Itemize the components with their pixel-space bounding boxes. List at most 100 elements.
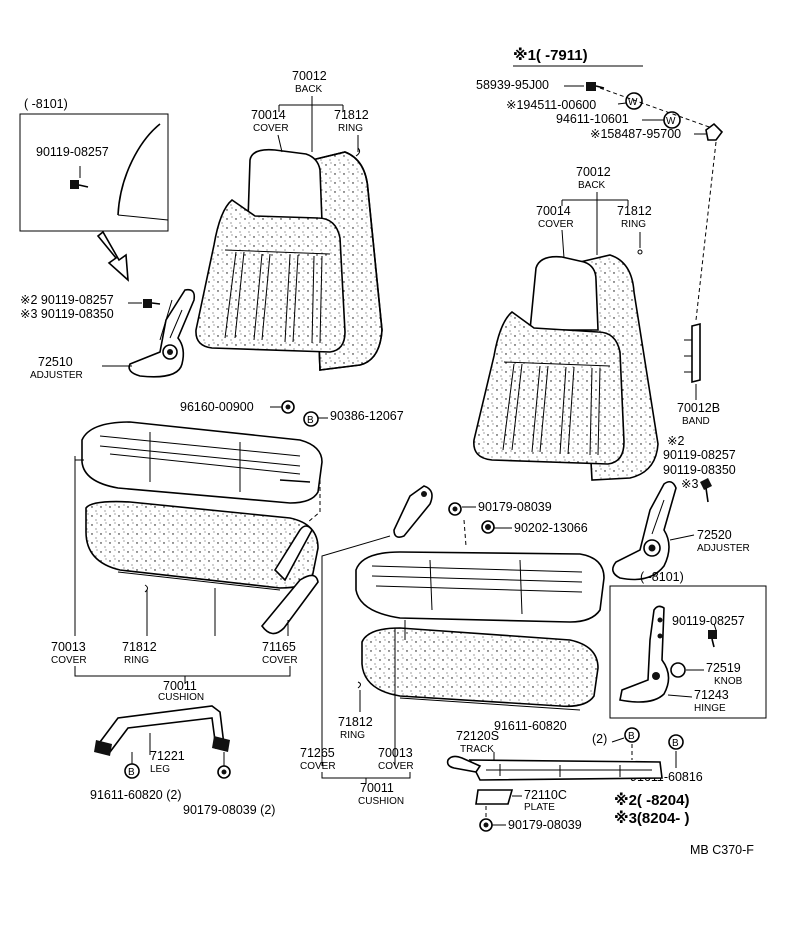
left-leg-pn: 71221 xyxy=(150,749,185,763)
right-track: 91611-60820 (2) B B 91611-60816 72120S T… xyxy=(446,719,703,832)
ring-icon xyxy=(355,147,361,157)
clip-icon: B xyxy=(303,411,319,427)
right-cushion-cover-nm: COVER xyxy=(300,761,336,772)
right-back-cover-pn: 70014 xyxy=(536,204,571,218)
clip-letter: B xyxy=(307,415,314,426)
right-cushion-cover2-pn: 70013 xyxy=(378,746,413,760)
nut-icon xyxy=(448,502,462,516)
left-cushion-cover-pn: 70013 xyxy=(51,640,86,654)
bolt-icon: B xyxy=(624,727,640,743)
bolt-icon xyxy=(708,630,717,648)
bolt-icon xyxy=(70,180,89,189)
right-adjuster-pn: 72520 xyxy=(697,528,732,542)
right-adjuster-nm: ADJUSTER xyxy=(697,543,750,554)
right-adjuster-mark-a: ※2 xyxy=(667,434,684,448)
left-cushion-pn: 70011 xyxy=(163,679,197,693)
left-cushion-labels: 70013 COVER 71812 RING 71165 COVER 70011… xyxy=(51,456,298,703)
right-inset-hinge-pn: 71243 xyxy=(694,688,729,702)
bolt-icon xyxy=(143,299,161,308)
left-leg: 71221 LEG B 91611-60820 (2) 90179-08039 … xyxy=(90,705,275,817)
right-inset-bolt-pn: 90119-08257 xyxy=(672,614,745,628)
left-adjuster-bolt-a: ※2 90119-08257 xyxy=(20,293,114,307)
right-back-cover-nm: COVER xyxy=(538,219,574,230)
left-cushion-cover-nm: COVER xyxy=(51,655,87,666)
left-back-ring-pn: 71812 xyxy=(334,108,369,122)
right-inset-knob-nm: KNOB xyxy=(714,676,743,687)
left-adjuster: ※2 90119-08257 ※3 90119-08350 72510 ADJU… xyxy=(20,288,196,381)
left-cushion-cover2-nm: COVER xyxy=(262,655,298,666)
right-adjuster-labels: ※2 90119-08257 90119-08350 ※3 72520 ADJU… xyxy=(663,434,750,554)
right-cushion-nut-pn: 90179-08039 xyxy=(478,500,552,514)
left-adjuster-nm: ADJUSTER xyxy=(30,370,83,381)
right-track-plate-pn: 72110C xyxy=(524,788,567,802)
left-cushion-ring-pn: 71812 xyxy=(122,640,157,654)
washer-icon: W xyxy=(663,111,681,129)
right-track-nut-pn: 90179-08039 xyxy=(508,818,582,832)
track-bolt-letter-b: B xyxy=(672,738,679,749)
left-back-nm: BACK xyxy=(295,84,323,95)
left-inset-range: ( -8101) xyxy=(24,97,68,111)
right-top-pn-a: 58939-95J00 xyxy=(476,78,549,92)
left-inset-box: ( -8101) 90119-08257 xyxy=(19,97,169,232)
right-band-nm: BAND xyxy=(682,416,710,427)
right-inset-hinge-nm: HINGE xyxy=(694,703,726,714)
washer-icon xyxy=(481,520,495,534)
right-back-nm: BACK xyxy=(578,180,606,191)
right-back-labels: 70012 BACK 70014 COVER 71812 RING 70012B… xyxy=(536,165,720,427)
right-cushion-ring-pn: 71812 xyxy=(338,715,373,729)
left-seat-cushion xyxy=(81,421,323,635)
right-track-qty-a: (2) xyxy=(592,732,607,746)
right-seat-back xyxy=(473,254,701,481)
left-cushion-fasteners: 96160-00900 B 90386-12067 xyxy=(180,400,404,427)
right-back-ring-nm: RING xyxy=(621,219,646,230)
left-leg-bolt-pn: 91611-60820 (2) xyxy=(90,788,182,802)
right-track-nm: TRACK xyxy=(460,744,494,755)
right-adjuster-bolt-a: 90119-08257 xyxy=(663,448,736,462)
left-cushion-clip-pn: 90386-12067 xyxy=(330,409,404,423)
figure-code: MB C370-F xyxy=(690,843,754,857)
band-icon xyxy=(684,322,701,384)
left-back-pn: 70012 xyxy=(292,69,327,83)
right-cushion-cover2-nm: COVER xyxy=(378,761,414,772)
right-adjuster-bolt-b: 90119-08350 xyxy=(663,463,736,477)
right-cushion-nm: CUSHION xyxy=(358,796,404,807)
right-cushion-labels: 71812 RING 71265 COVER 70013 COVER 70011… xyxy=(300,535,414,807)
track-bolt-letter-a: B xyxy=(628,731,635,742)
right-cushion-pn: 70011 xyxy=(360,781,394,795)
bolt-icon xyxy=(586,82,605,91)
right-adjuster-mark-b: ※3 xyxy=(681,477,698,491)
left-cushion-nut-pn: 96160-00900 xyxy=(180,400,254,414)
left-back-cover-pn: 70014 xyxy=(251,108,286,122)
left-adjuster-pn: 72510 xyxy=(38,355,73,369)
right-top-group: ※1( -7911) 58939-95J00 ※194511-00600 946… xyxy=(476,46,724,321)
left-back-ring-nm: RING xyxy=(338,123,363,134)
bolt-letter: B xyxy=(128,767,135,778)
right-adjuster xyxy=(612,478,712,581)
nut-icon xyxy=(479,818,493,832)
right-back-ring-pn: 71812 xyxy=(617,204,652,218)
nut-icon xyxy=(705,122,724,141)
left-back-cover-nm: COVER xyxy=(253,123,289,134)
right-cushion-ring-nm: RING xyxy=(340,730,365,741)
left-leg-nm: LEG xyxy=(150,764,170,775)
right-cushion-washer-pn: 90202-13066 xyxy=(514,521,588,535)
washer-letter-a: W xyxy=(628,97,638,108)
right-track-pn: 72120S xyxy=(456,729,499,743)
right-inset-knob-pn: 72519 xyxy=(706,661,741,675)
right-top-pn-c: 94611-10601 xyxy=(556,112,629,126)
left-cushion-cover2-pn: 71165 xyxy=(262,640,296,654)
nut-icon xyxy=(217,765,231,779)
right-top-range: ※1( -7911) xyxy=(513,46,588,64)
ring-icon xyxy=(637,249,643,255)
right-top-pn-b: ※194511-00600 xyxy=(506,98,596,112)
right-top-pn-d: ※158487-95700 xyxy=(590,127,681,141)
legend-line-b: ※3(8204- ) xyxy=(614,809,689,827)
right-cushion-cover-pn: 71265 xyxy=(300,746,335,760)
bolt-icon xyxy=(700,478,712,503)
left-inset-bolt-pn: 90119-08257 xyxy=(36,145,109,159)
right-track-plate-nm: PLATE xyxy=(524,802,555,813)
ring-icon xyxy=(357,681,361,689)
left-seat-back xyxy=(195,148,383,371)
legend: ※2( -8204) ※3(8204- ) xyxy=(614,791,689,827)
